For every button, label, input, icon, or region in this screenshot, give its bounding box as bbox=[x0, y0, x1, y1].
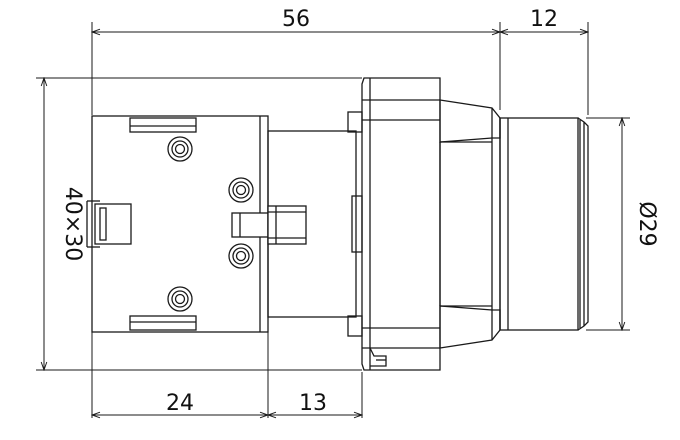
screw-3 bbox=[228, 243, 254, 269]
screw-4 bbox=[167, 286, 193, 312]
screw-1 bbox=[167, 136, 193, 162]
dim-button-diameter: Ø29 bbox=[634, 201, 659, 246]
dim-overall-length: 56 bbox=[282, 7, 310, 32]
contact-block bbox=[86, 115, 269, 333]
dim-button-length: 12 bbox=[530, 7, 558, 32]
dim-adapter-length: 13 bbox=[299, 391, 327, 416]
screw-2 bbox=[228, 177, 254, 203]
push-button-head bbox=[499, 117, 589, 331]
extension-lines bbox=[36, 22, 630, 418]
dimension-lines bbox=[44, 32, 622, 415]
housing bbox=[361, 77, 441, 371]
dim-contact-block-length: 24 bbox=[166, 391, 194, 416]
adapter-section bbox=[267, 111, 363, 337]
dim-body-section: 40×30 bbox=[60, 187, 85, 261]
bezel-collar bbox=[439, 99, 501, 349]
